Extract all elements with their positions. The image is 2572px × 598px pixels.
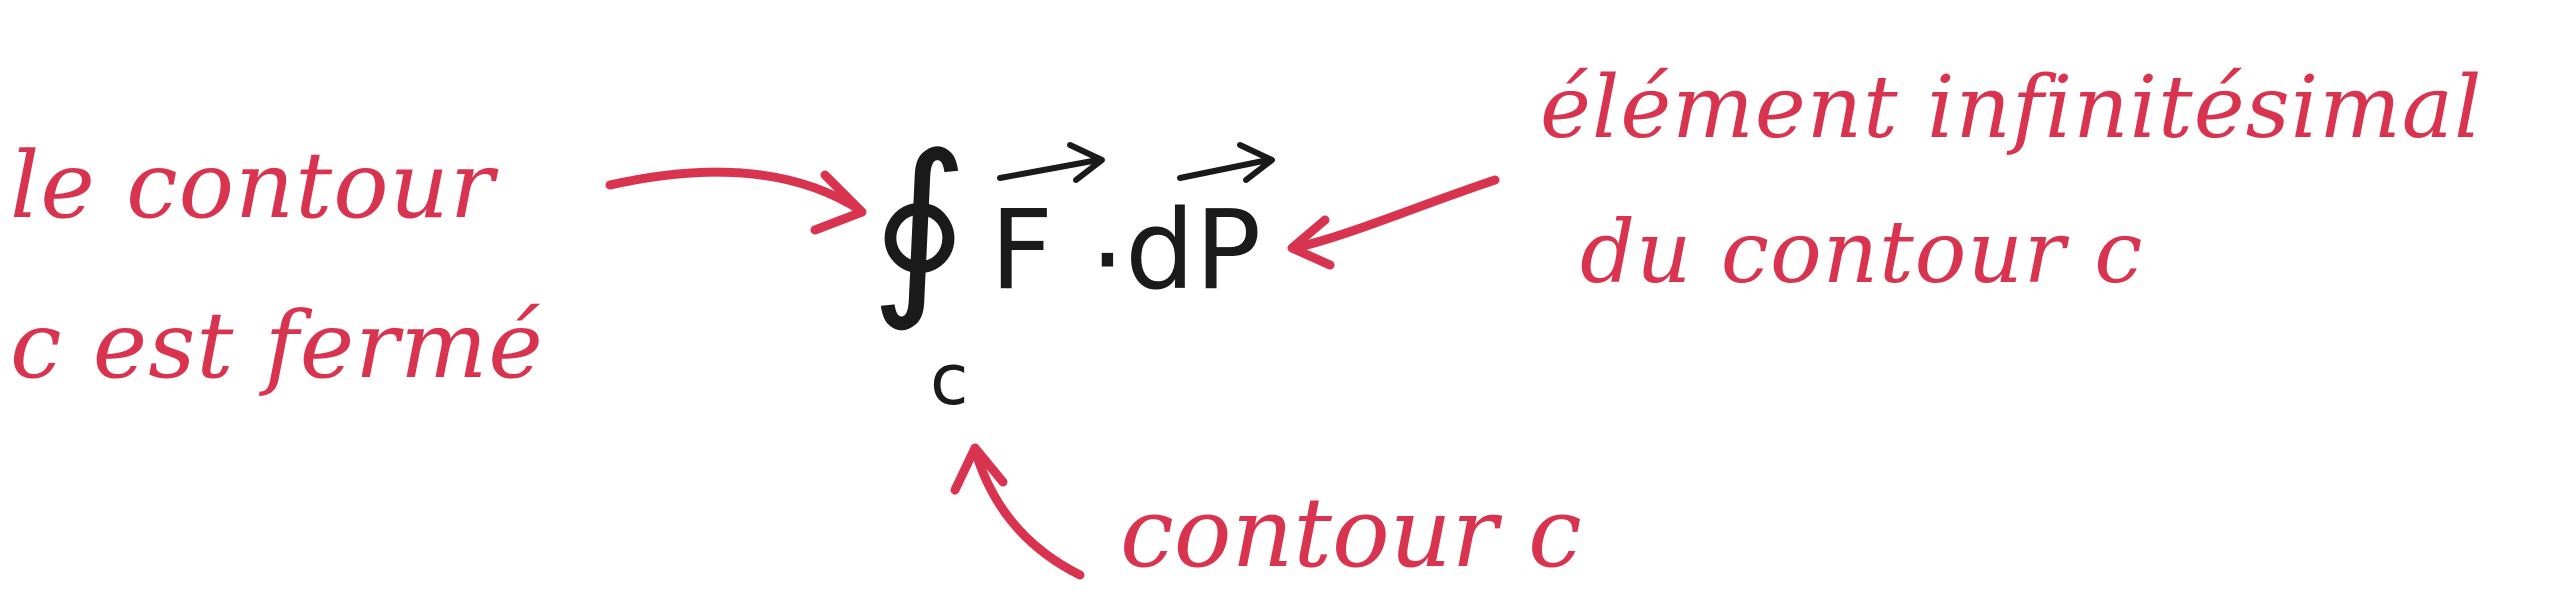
vector-arrow-dp-head [1237, 142, 1275, 183]
arrow-contour-c [970, 445, 1085, 580]
integral-subscript: c [930, 339, 969, 421]
closed-contour-annotation-line2: c est fermé [10, 300, 544, 392]
vector-arrow-f [997, 157, 1101, 181]
arrow-infinitesimal-element [1290, 175, 1500, 253]
differential-dp: dP [1125, 186, 1262, 314]
vector-arrow-f-head [1067, 142, 1105, 183]
infinitesimal-element-annotation: élément infinitésimal [1540, 65, 2483, 151]
closed-contour-line2: c est fermé [10, 292, 544, 399]
arrow-closed-contour [605, 167, 865, 215]
infinitesimal-element-annotation-line2: du contour c [1580, 210, 2143, 296]
closed-contour-line1: le contour [10, 132, 495, 239]
infinitesimal-element-line1: élément infinitésimal [1540, 58, 2483, 158]
closed-contour-annotation: le contour [10, 140, 495, 232]
integral-symbol: ∮ [870, 114, 969, 335]
arrow-contour-c-head [950, 443, 1008, 495]
vector-f-label: F [990, 186, 1054, 314]
contour-c-annotation: contour c [1120, 477, 1582, 589]
arrow-closed-contour-head [810, 170, 867, 235]
dot-product: · [1090, 196, 1125, 324]
vector-arrow-dp [1177, 157, 1271, 181]
arrow-infinitesimal-element-head [1287, 215, 1335, 270]
infinitesimal-element-line2: du contour c [1580, 203, 2144, 303]
